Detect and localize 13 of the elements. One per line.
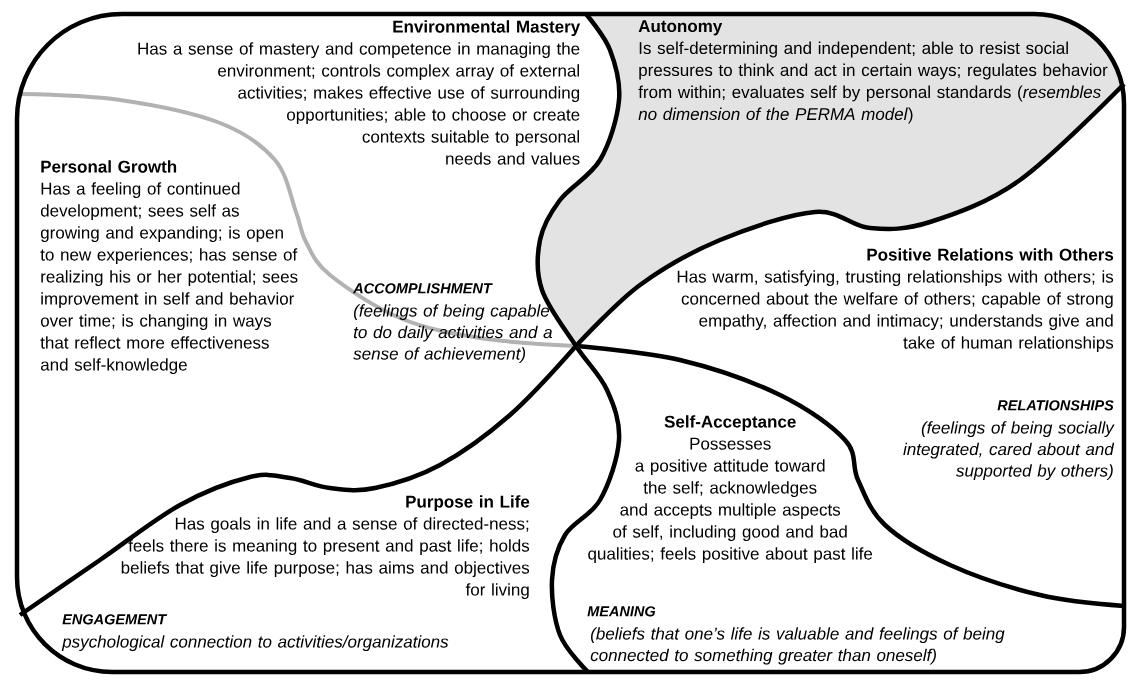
category-heading: RELATIONSHIPS [997,400,1114,411]
category-heading: MEANING [587,606,656,617]
category-heading: ENGAGEMENT [62,614,168,625]
region-text: Personal Growth Has a feeling of continued development; sees self as growing and expanding; is open to new experiences; has sense of realizing his or her potential; sees improvement in self and behavior over time; is changing in ways that reflect more effectiveness and self-knowledge [40,160,298,375]
category-heading: ACCOMPLISHMENT [352,283,493,294]
region-text: Self-Acceptance Possesses a positive attitude toward the self; acknowledges and accepts multiple aspects of self, including good and bad qualities; feels positive about past life [588,415,873,564]
region-text: Autonomy Is self-determining and independent; able to resist social pressures to think and act in certain ways; regulates behavior from within; evaluates self by personal standards (resembles no dimension of the PERMA model) [638,20,1108,124]
category-description: (feelings of being capable to do daily activities and a sense of achievement) [353,304,552,364]
region-text: Purpose in Life Has goals in life and a sense of directed-ness; feels there is meaning to present and past life; holds beliefs that give life purpose; has aims and objectives for living [121,495,530,600]
region-text: Positive Relations with Others Has warm, satisfying, trusting relationships with others; is concerned about the welfare of others; capable of strong empathy, affection and intimacy; understands give and take of human relationships [677,248,1114,353]
category-description: psychological connection to activities/organizations [61,635,449,652]
category-description: (beliefs that one’s life is valuable and feelings of being connected to something greater than oneself) [590,627,1005,665]
category-description: (feelings of being socially integrated, cared about and supported by others) [903,421,1115,481]
